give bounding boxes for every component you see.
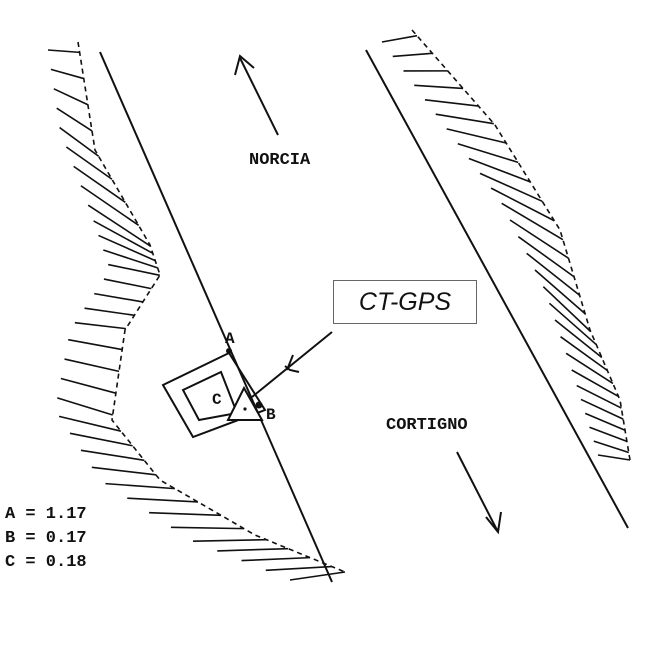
norcia-label: NORCIA: [249, 151, 311, 170]
hatch-stroke: [289, 571, 346, 581]
hatch-stroke: [56, 107, 93, 132]
hatch-stroke: [93, 220, 154, 255]
point-a-label: A: [225, 330, 235, 348]
right-slope-hatching: [381, 29, 631, 461]
hatch-stroke: [69, 432, 133, 447]
distance-legend: A = 1.17 B = 0.17 C = 0.18: [5, 503, 87, 575]
hatch-stroke: [105, 482, 175, 490]
distance-b: B = 0.17: [5, 529, 87, 548]
hatch-stroke: [381, 34, 418, 43]
hatch-stroke: [103, 278, 152, 290]
hatch-stroke: [80, 449, 145, 462]
hatch-stroke: [65, 146, 113, 180]
hatch-stroke: [457, 142, 519, 164]
hatch-stroke: [571, 369, 619, 398]
distance-c: C = 0.18: [5, 553, 87, 572]
road-edge-right: [365, 49, 629, 529]
hatch-stroke: [548, 302, 597, 346]
hatch-stroke: [554, 319, 603, 359]
hatch-stroke: [73, 165, 126, 203]
hatch-stroke: [47, 49, 80, 54]
hatch-stroke: [584, 412, 626, 432]
hatch-stroke: [241, 556, 311, 562]
cortigno-label: CORTIGNO: [386, 416, 468, 435]
ct-gps-label-box: CT-GPS: [333, 280, 477, 324]
station-pointer-arrow-icon: [251, 331, 333, 398]
hatch-stroke: [560, 336, 608, 372]
point-c-label: C: [212, 391, 222, 409]
distance-a: A = 1.17: [5, 505, 87, 524]
hatch-stroke: [542, 286, 592, 333]
hatch-stroke: [74, 321, 126, 330]
hatch-stroke: [103, 249, 158, 269]
point-b-marker: [255, 401, 263, 409]
hatch-stroke: [392, 52, 433, 58]
hatch-stroke: [53, 88, 89, 106]
hatch-stroke: [84, 307, 135, 317]
hatch-stroke: [435, 113, 494, 125]
hatch-stroke: [468, 157, 531, 183]
hatch-stroke: [565, 352, 614, 385]
hatch-stroke: [60, 377, 117, 394]
hatch-stroke: [58, 415, 122, 432]
hatch-stroke: [94, 292, 143, 303]
hatch-stroke: [526, 252, 581, 296]
hatch-stroke: [217, 547, 289, 552]
hatch-stroke: [80, 185, 140, 226]
hatch-stroke: [68, 338, 123, 351]
hatch-stroke: [87, 204, 151, 247]
hatch-stroke: [424, 98, 479, 107]
hatch-stroke: [414, 84, 464, 90]
hatch-stroke: [91, 466, 156, 476]
point-a-marker: [226, 348, 232, 354]
point-b-label: B: [266, 406, 276, 424]
hatch-stroke: [479, 172, 543, 203]
hatch-stroke: [57, 397, 113, 416]
hatch-stroke: [265, 565, 332, 572]
hatch-stroke: [490, 187, 555, 222]
hatch-stroke: [593, 440, 629, 454]
hatch-stroke: [108, 263, 160, 277]
hatch-stroke: [597, 454, 631, 461]
gps-station-triangle-icon: [226, 385, 264, 421]
hatch-stroke: [127, 497, 198, 503]
hatch-stroke: [580, 398, 624, 420]
hatch-stroke: [193, 538, 267, 543]
road-edge-left: [99, 51, 333, 583]
hatch-stroke: [98, 234, 156, 262]
hatch-stroke: [517, 236, 575, 278]
north-arrow-icon: [234, 54, 279, 136]
hatch-stroke: [59, 126, 100, 157]
hatch-stroke: [534, 269, 586, 315]
south-arrow-icon: [456, 451, 502, 535]
hatch-stroke: [170, 526, 244, 530]
hatch-stroke: [446, 128, 507, 144]
hatch-stroke: [576, 384, 622, 409]
hatch-stroke: [50, 68, 84, 80]
hatch-stroke: [509, 219, 569, 259]
hatch-stroke: [501, 202, 564, 241]
hatch-stroke: [64, 358, 120, 373]
left-slope-hatching: [47, 41, 346, 581]
hatch-stroke: [589, 426, 628, 443]
hatch-stroke: [149, 511, 221, 517]
